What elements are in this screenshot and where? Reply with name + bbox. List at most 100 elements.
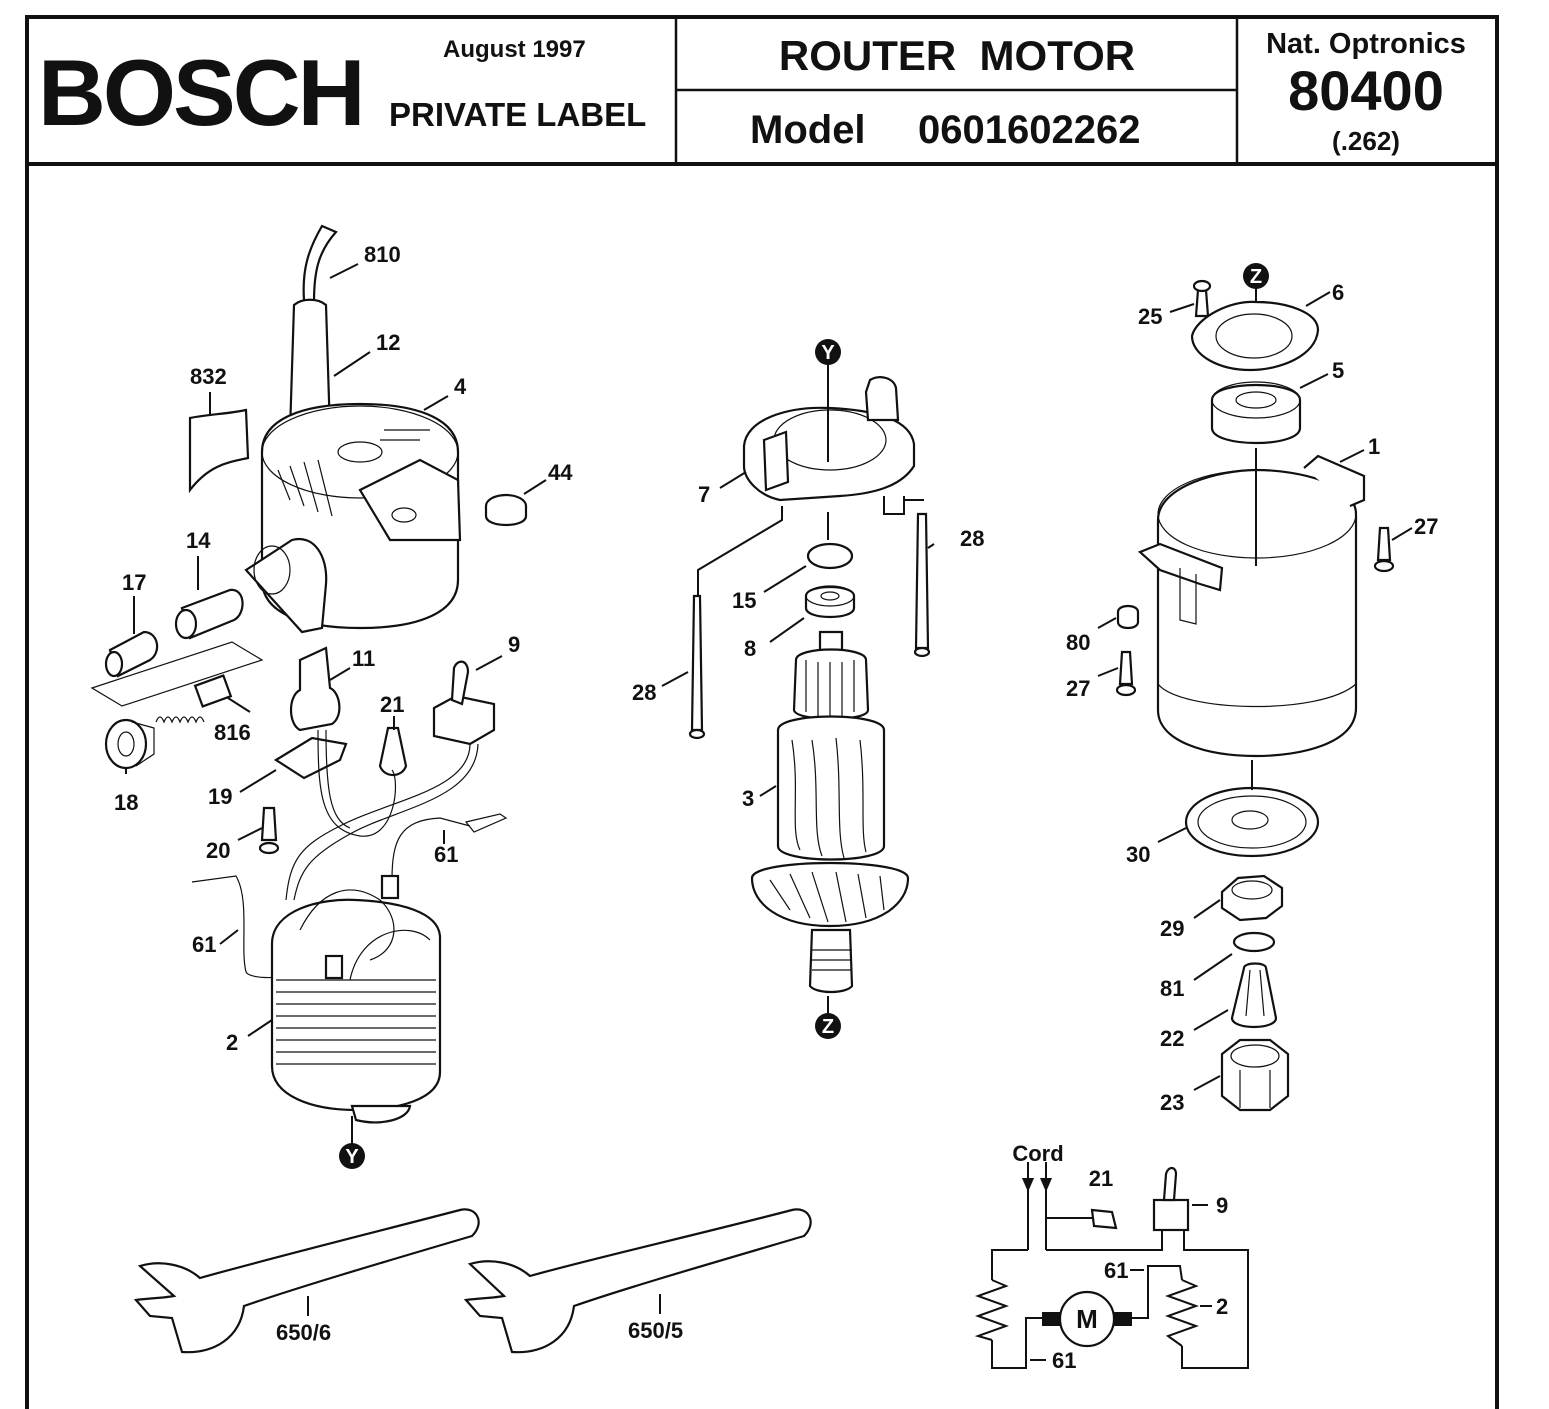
wrench-650-5 [463,1208,812,1354]
ring-81 [1232,931,1276,953]
label-22: 22 [1160,1026,1184,1051]
reference-z-top: Z [1243,263,1269,289]
bearing-plate-6 [1190,300,1320,372]
label-3: 3 [742,786,754,811]
label-4: 4 [454,374,467,399]
catalog-suffix: (.262) [1332,126,1400,156]
brush-spring [155,716,205,724]
reference-y-bottom: Y [339,1143,365,1169]
svg-text:Y: Y [345,1146,359,1168]
wrenches [133,1208,812,1354]
label-61-center: 61 [434,842,458,867]
label-832 [188,408,250,494]
label-19: 19 [208,784,232,809]
nut-29 [1220,874,1284,922]
label-29: 29 [1160,916,1184,941]
label-30: 30 [1126,842,1150,867]
label-28-right: 28 [960,526,984,551]
armature-3 [776,715,886,861]
schematic-switch [1152,1198,1190,1232]
washer-15 [806,542,854,570]
issue-date: August 1997 [443,36,586,63]
collet-nut-23 [1220,1038,1290,1112]
wiring-schematic: M Cord 21 9 61 2 61 [974,1141,1249,1373]
bearing-8 [804,586,856,618]
armature-fan [750,861,910,928]
screw-25 [1194,288,1210,318]
wire-nut-21 [378,726,408,777]
field-2 [270,898,442,1112]
label-15: 15 [732,588,756,613]
label-18: 18 [114,790,138,815]
cord-810 [302,224,338,304]
label-2: 2 [226,1030,238,1055]
label-650-5: 650/5 [628,1318,683,1343]
model-label: Model [750,108,866,152]
label-28-left: 28 [632,680,656,705]
reference-z-bottom: Z [815,1013,841,1039]
label-61-left: 61 [192,932,216,957]
schematic-motor-label: M [1076,1304,1098,1334]
label-832: 832 [190,364,227,389]
catalog-company: Nat. Optronics [1266,28,1466,60]
seal-30 [1184,786,1320,858]
armature-spindle [808,928,854,994]
part-labels: 810 12 832 4 44 14 17 816 18 11 21 9 19 … [114,242,1438,1345]
label-27-left: 27 [1066,676,1090,701]
brand-logo: BOSCH [38,40,362,145]
label-11: 11 [352,646,375,671]
leader-lines [125,263,1413,1316]
label-5: 5 [1332,358,1344,383]
schematic-switch-label: 9 [1216,1193,1228,1218]
schematic-cord-label: Cord [1012,1141,1063,1166]
label-650-6: 650/6 [276,1320,331,1345]
label-17: 17 [122,570,146,595]
grommet-80 [1116,604,1140,630]
svg-text:Z: Z [1250,266,1262,288]
clamp-plate-19 [273,736,348,780]
label-6: 6 [1332,280,1344,305]
schematic-wire-nut [1090,1208,1118,1230]
wrench-650-6 [133,1208,480,1354]
switch-9 [432,694,496,746]
label-14: 14 [186,528,211,553]
label-27-right: 27 [1414,514,1438,539]
schematic-field-label: 2 [1216,1294,1228,1319]
label-20: 20 [206,838,230,863]
brush-holder-14 [180,588,244,640]
private-label-text: PRIVATE LABEL [389,96,646,133]
label-23: 23 [1160,1090,1184,1115]
catalog-number: 80400 [1288,59,1444,122]
svg-text:Y: Y [821,342,835,364]
label-8: 8 [744,636,756,661]
schematic-lead-bottom-label: 61 [1052,1348,1076,1373]
screw-27-right [1376,526,1392,562]
label-810: 810 [364,242,401,267]
product-title: ROUTER MOTOR [779,32,1135,79]
model-number: 0601602262 [918,108,1140,152]
armature-commutator [792,648,870,721]
schematic-lead-top-label: 61 [1104,1258,1128,1283]
label-80: 80 [1066,630,1090,655]
collet-22 [1230,962,1278,1028]
bearing-5 [1210,383,1302,445]
center-assembly [688,376,931,994]
screw-27-left [1118,650,1134,686]
label-9: 9 [508,632,520,657]
label-816: 816 [214,720,251,745]
right-assembly [1115,279,1395,1112]
sheet-border [25,15,1499,1409]
label-81: 81 [1160,976,1184,1001]
screw-20 [260,806,278,842]
cable-clamp-11 [289,646,341,732]
label-1: 1 [1368,434,1380,459]
brush-cap-18 [104,718,148,770]
svg-text:Z: Z [822,1016,834,1038]
carbon-brush-816 [193,674,233,708]
label-21: 21 [380,692,404,717]
bolt-28-left [690,594,704,732]
label-25: 25 [1138,304,1162,329]
label-44: 44 [548,460,573,485]
label-7: 7 [698,482,710,507]
